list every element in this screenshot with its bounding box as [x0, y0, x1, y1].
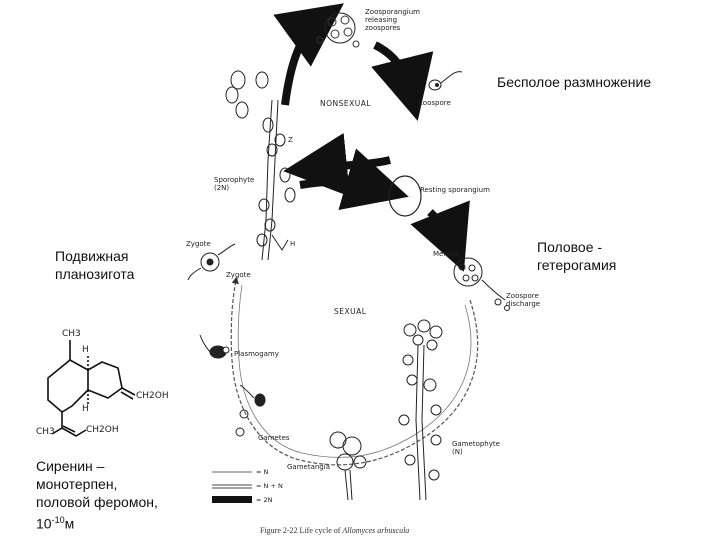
legend-n-plus-n-label: = N + N — [256, 482, 283, 490]
sirenin-unit: м — [64, 515, 75, 532]
sirenin-structure — [47, 340, 136, 437]
caption-species: Allomyces arbuscula — [342, 526, 410, 535]
h-marker-label: H — [290, 240, 296, 248]
gametophyte-label: Gametophyte (N) — [452, 440, 500, 456]
z-marker-label: Z — [288, 136, 293, 144]
resting-sporangium-label: Resting sporangium — [420, 186, 490, 194]
gametes-illustration — [235, 384, 266, 437]
planozygote-label: Подвижная планозигота — [55, 248, 135, 282]
h-bottom-label: H — [82, 404, 89, 414]
sirenin-exponent: -10 — [51, 515, 65, 525]
asexual-label: Бесполое размножение — [497, 74, 652, 90]
plasmogamy-illustration — [199, 334, 230, 359]
meiosis-label: Meiosis — [433, 250, 459, 258]
legend-lines — [212, 471, 252, 503]
plasmogamy-label: Plasmogamy — [234, 350, 279, 358]
ch3-bottom-label: CH3 — [36, 427, 55, 437]
resting-sporangium-illustration — [388, 175, 422, 217]
zygote-label: Zygote — [226, 271, 251, 279]
sexual-cycle-line — [230, 276, 479, 466]
legend-2n-label: = 2N — [256, 496, 273, 504]
zygote-illustration — [187, 243, 236, 281]
arrow-sporophyte-to-sporangium — [273, 3, 344, 106]
legend-n-label: = N — [256, 468, 269, 476]
nonsexual-label: NONSEXUAL — [320, 99, 372, 108]
meiosis-illustration — [453, 257, 510, 311]
zoosporangium-label: Zoosporangium releasing zoospores — [365, 8, 420, 32]
ch2oh-right-label: CH2OH — [136, 391, 169, 401]
caption-prefix: Figure 2-22 Life cycle of — [260, 526, 343, 535]
arrow-zoospore-to-sporophyte — [283, 132, 391, 197]
sexual-cycle-line-inner — [237, 284, 472, 458]
arrow-resting-to-meiosis — [410, 200, 470, 272]
ch3-top-label: CH3 — [62, 329, 81, 339]
sporophyte-label: Sporophyte (2N) — [214, 176, 255, 192]
arrow-sporophyte-to-resting — [299, 148, 409, 210]
zygote-top-label: Zygote — [186, 240, 211, 248]
gametangia-label: Gametangia — [287, 463, 330, 471]
arrow-sporangium-to-zoospore — [371, 41, 434, 122]
figure-caption: Figure 2-22 Life cycle of Allomyces arbu… — [260, 526, 409, 535]
zoosporangium-illustration — [316, 12, 360, 48]
zoospore-label: Zoospore — [418, 99, 451, 107]
gametangia-illustration — [329, 431, 367, 501]
sporophyte-illustration — [225, 70, 296, 261]
h-top-label: H — [82, 345, 89, 355]
gametophyte-illustration — [398, 319, 443, 501]
sexual-heterogamy-label: Половое - гетерогамия — [537, 239, 617, 273]
zoospore-illustration — [428, 71, 463, 91]
zoospore-discharge-label: Zoospore discharge — [506, 292, 541, 308]
sexual-label: SEXUAL — [334, 307, 367, 316]
sirenin-text: Сиренин – монотерпен, половой феромон, 1… — [36, 458, 158, 532]
sirenin-label: Сиренин – монотерпен, половой феромон, 1… — [36, 457, 158, 533]
ch2oh-bottom-label: CH2OH — [86, 425, 119, 435]
gametes-label: Gametes — [258, 434, 290, 442]
